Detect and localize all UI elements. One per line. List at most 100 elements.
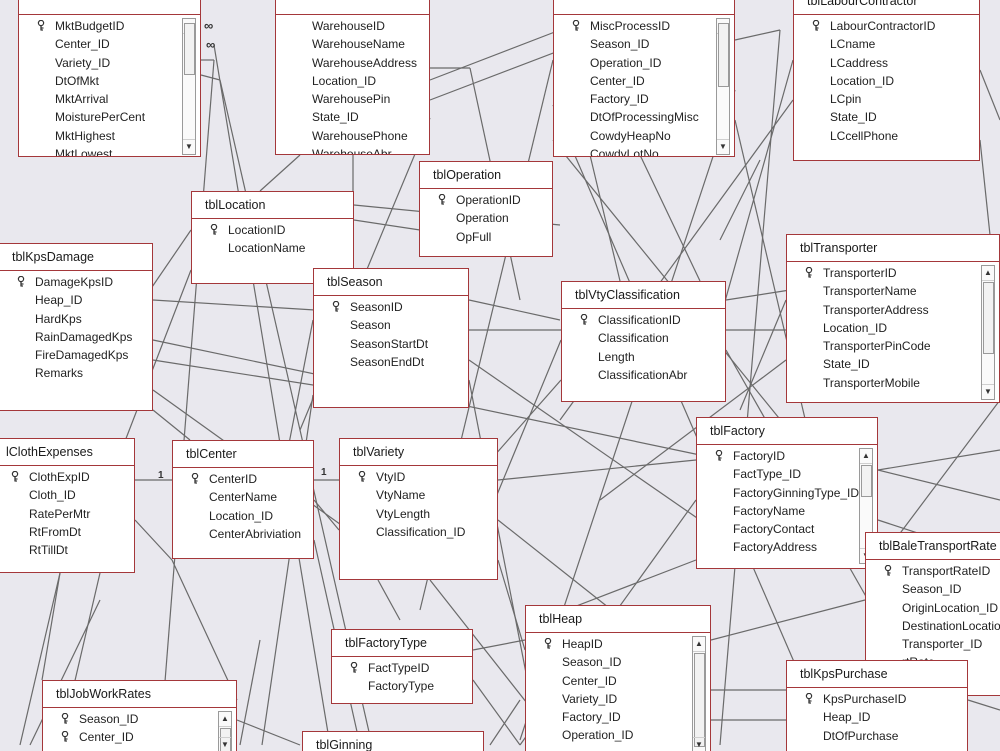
field-item[interactable]: LCname: [794, 35, 979, 53]
relationship-line[interactable]: [877, 469, 1000, 501]
field-item[interactable]: CowdyLotNo: [554, 145, 734, 156]
scroll-thumb[interactable]: [184, 23, 195, 75]
field-item[interactable]: LocationID: [192, 221, 353, 239]
field-item[interactable]: LCaddress: [794, 54, 979, 72]
table-title[interactable]: [276, 0, 429, 15]
field-item[interactable]: HeapID: [526, 635, 710, 653]
relationship-line[interactable]: [552, 104, 831, 746]
field-item[interactable]: Factory_ID: [554, 90, 734, 108]
relationship-line[interactable]: [979, 69, 1000, 121]
field-item[interactable]: WarehouseID: [276, 17, 429, 35]
field-item[interactable]: Location_ID: [173, 507, 313, 525]
scroll-thumb[interactable]: [983, 282, 994, 354]
field-item[interactable]: SeasonEndDt: [314, 353, 468, 371]
field-item[interactable]: TransporterAddress: [787, 301, 999, 319]
field-item[interactable]: FactoryContact: [697, 520, 877, 538]
field-item[interactable]: Location_ID: [787, 319, 999, 337]
scroll-down-arrow-icon[interactable]: ▼: [982, 384, 994, 399]
relationship-line[interactable]: [377, 579, 401, 621]
field-item[interactable]: TransporterName: [787, 282, 999, 300]
table-title[interactable]: [554, 0, 734, 15]
scroll-thumb[interactable]: [861, 465, 872, 497]
field-item[interactable]: VtyName: [340, 486, 497, 504]
relationship-line[interactable]: [152, 409, 191, 441]
relationship-line[interactable]: [472, 639, 526, 651]
field-item[interactable]: DamageKpsID: [0, 273, 152, 291]
field-item[interactable]: VtyLength: [340, 505, 497, 523]
field-item[interactable]: LCpin: [794, 90, 979, 108]
table-title[interactable]: tblVariety: [340, 439, 497, 466]
relationship-line[interactable]: [877, 449, 1000, 471]
field-item[interactable]: RtFromDt: [0, 523, 134, 541]
field-item[interactable]: Season_ID: [554, 35, 734, 53]
field-item[interactable]: Remarks: [0, 364, 152, 382]
field-item[interactable]: WarehousePin: [276, 90, 429, 108]
field-item[interactable]: LocationName: [192, 239, 353, 257]
field-item[interactable]: LabourContractorID: [794, 17, 979, 35]
field-item[interactable]: DtOfProcessingMisc: [554, 108, 734, 126]
relationship-line[interactable]: [41, 572, 61, 681]
field-item[interactable]: Center_ID: [554, 72, 734, 90]
table-scrollbar[interactable]: ▲▼: [981, 265, 995, 400]
field-item[interactable]: WarehouseAbr: [276, 145, 429, 154]
scroll-up-arrow-icon[interactable]: ▲: [982, 266, 994, 281]
scroll-up-arrow-icon[interactable]: ▲: [860, 449, 872, 464]
field-item[interactable]: Season_ID: [526, 653, 710, 671]
relationship-line[interactable]: [589, 154, 621, 282]
table-title[interactable]: tblVtyClassification: [562, 282, 725, 309]
field-item[interactable]: Operation_ID: [526, 726, 710, 744]
relationship-line[interactable]: [497, 459, 697, 481]
relationship-line[interactable]: [134, 519, 173, 561]
field-item[interactable]: FactoryGinningType_ID: [697, 484, 877, 502]
scroll-thumb[interactable]: [694, 653, 705, 747]
relationship-line[interactable]: [710, 599, 866, 641]
relationship-line[interactable]: [734, 29, 781, 41]
field-item[interactable]: WarehouseAddress: [276, 54, 429, 72]
relationship-line[interactable]: [353, 219, 421, 231]
field-item[interactable]: Season_ID: [43, 710, 236, 728]
field-item[interactable]: Heap_ID: [787, 708, 967, 726]
scroll-down-arrow-icon[interactable]: ▼: [717, 139, 729, 154]
relationship-line[interactable]: [468, 359, 701, 521]
field-item[interactable]: Location_ID: [276, 72, 429, 90]
field-item[interactable]: VtyID: [340, 468, 497, 486]
field-item[interactable]: Heap_ID: [0, 291, 152, 309]
field-item[interactable]: DtOfMkt: [19, 72, 200, 90]
table-title[interactable]: tblHeap: [526, 606, 710, 633]
relationship-line[interactable]: [159, 59, 215, 746]
relationship-line[interactable]: [152, 299, 316, 311]
relationship-line[interactable]: [200, 74, 221, 81]
table-title[interactable]: lClothExpenses: [0, 439, 134, 466]
relationship-line[interactable]: [149, 229, 192, 291]
field-item[interactable]: CenterName: [173, 488, 313, 506]
table-title[interactable]: tblLabourContractor: [794, 0, 979, 15]
scroll-thumb[interactable]: [718, 23, 729, 87]
table-title[interactable]: tblOperation: [420, 162, 552, 189]
relationship-line[interactable]: [239, 639, 261, 746]
field-item[interactable]: Season_ID: [866, 580, 1000, 598]
relationship-line[interactable]: [725, 289, 791, 301]
scroll-up-arrow-icon[interactable]: ▲: [693, 637, 705, 652]
relationship-line[interactable]: [497, 559, 526, 651]
scroll-thumb[interactable]: [220, 728, 231, 751]
table-title[interactable]: tblSeason: [314, 269, 468, 296]
field-item[interactable]: OpFull: [420, 228, 552, 246]
field-item[interactable]: FactoryAddress: [697, 538, 877, 556]
field-item[interactable]: TransporterMobile: [787, 374, 999, 392]
relationship-line[interactable]: [468, 299, 561, 321]
field-item[interactable]: SeasonStartDt: [314, 335, 468, 353]
field-item[interactable]: TransporterPinCode: [787, 337, 999, 355]
field-item[interactable]: LCcellPhone: [794, 127, 979, 145]
field-item[interactable]: Season: [314, 316, 468, 334]
field-item[interactable]: Center_ID: [19, 35, 200, 53]
field-item[interactable]: Factory_ID: [526, 708, 710, 726]
table-scrollbar[interactable]: ▲▼: [182, 18, 196, 155]
